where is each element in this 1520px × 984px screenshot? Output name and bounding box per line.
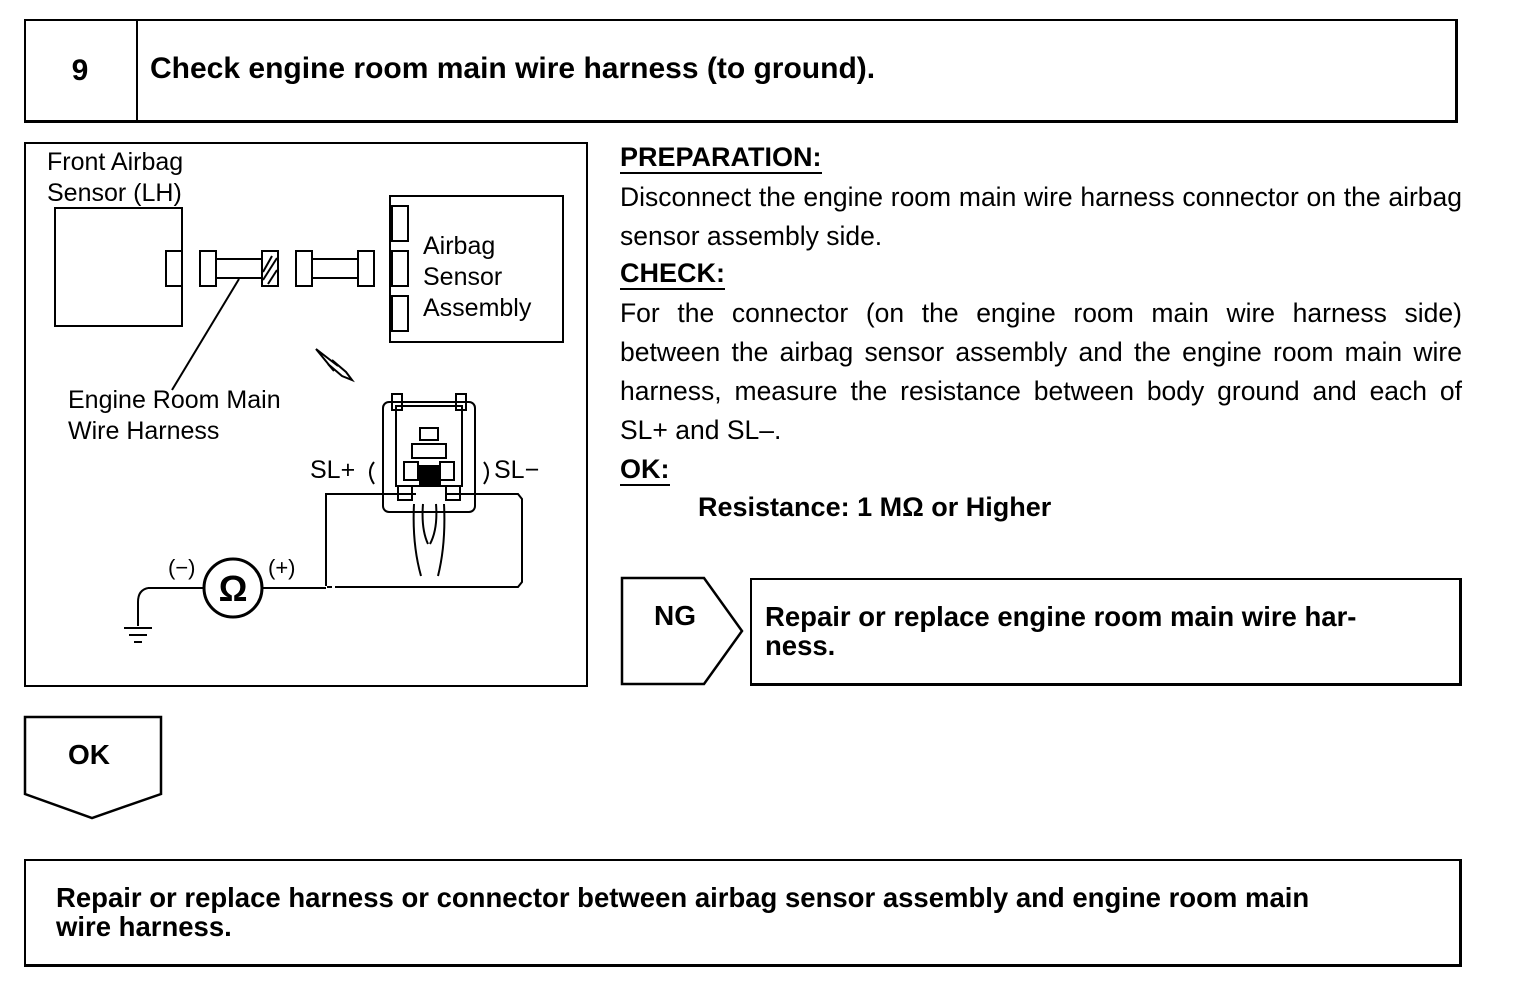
diagram-drawing — [54, 195, 564, 643]
ohm-symbol: Ω — [218, 568, 248, 609]
ok-result-text: Repair or replace harness or connector b… — [56, 882, 1310, 942]
sl-plus-label: SL+ — [310, 456, 356, 484]
assembly-label-line2: Sensor — [423, 263, 503, 291]
check-text: For the connector (on the engine room ma… — [620, 298, 1462, 445]
harness-label-line1: Engine Room Main — [68, 386, 281, 414]
preparation-text: Disconnect the engine room main wire har… — [620, 182, 1462, 251]
ng-result-text: Repair or replace engine room main wire … — [765, 601, 1357, 661]
harness-connector-hatched — [261, 250, 279, 287]
assembly-label-line1: Airbag — [423, 232, 496, 260]
front-sensor-label-line1: Front Airbag — [47, 148, 184, 176]
connector-body — [382, 401, 476, 513]
sl-minus-label: SL− — [494, 456, 540, 484]
ng-result-box — [750, 578, 1462, 686]
assembly-label-line3: Assembly — [423, 294, 532, 322]
assembly-box — [389, 195, 564, 343]
meter-plus-label: (+) — [268, 555, 296, 580]
view-arrow — [315, 348, 355, 383]
harness-connector-left — [199, 250, 217, 287]
ng-label: NG — [654, 600, 696, 631]
ng-arrow-box — [620, 576, 744, 686]
preparation-heading: PREPARATION: — [620, 142, 822, 174]
harness-leader-line — [171, 278, 240, 391]
meter-minus-label: (−) — [168, 555, 196, 580]
harness-label-line2: Wire Harness — [68, 417, 220, 445]
ok-label: OK — [68, 739, 110, 770]
harness-connector-right — [357, 250, 375, 287]
ok-spec-heading: OK: — [620, 454, 670, 486]
harness-connector-mid — [295, 250, 313, 287]
wiring-diagram: Front Airbag Sensor (LH) Airbag Sensor A… — [24, 142, 588, 687]
step-number: 9 — [24, 19, 138, 123]
lead-sl-plus — [325, 493, 416, 586]
front-sensor-connector — [165, 250, 183, 287]
front-sensor-box — [54, 207, 183, 327]
lead-sl-minus — [338, 493, 523, 588]
step-title: Check engine room main wire harness (to … — [150, 52, 876, 85]
ok-arrow-box — [23, 715, 163, 820]
step-header — [24, 19, 1458, 123]
ok-result-box — [24, 859, 1462, 967]
ok-spec-text: Resistance: 1 MΩ or Higher — [698, 492, 1052, 522]
front-sensor-label-line2: Sensor (LH) — [47, 179, 182, 207]
check-heading: CHECK: — [620, 258, 725, 290]
